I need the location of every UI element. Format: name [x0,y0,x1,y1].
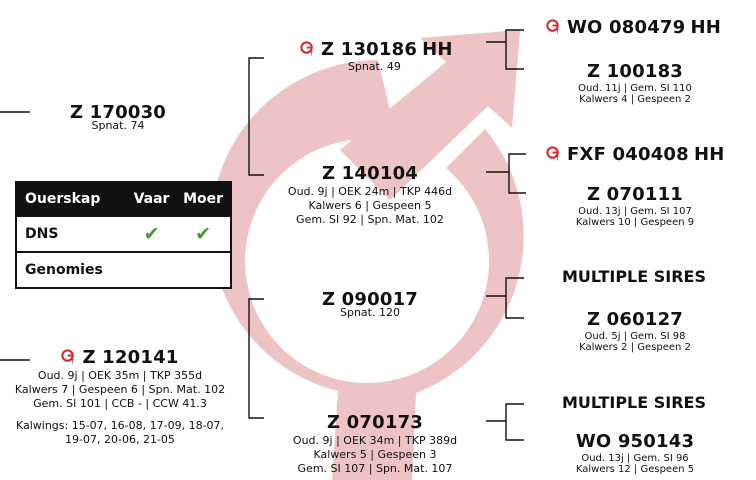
dam-line1: Oud. 9j | OEK 35m | TKP 355d [0,369,240,383]
parentage-row-dns: DNS ✔ ✔ [17,215,230,251]
d-dam-dam-node: WO 950143 Oud. 13j | Gem. SI 96 Kalwers … [560,432,710,476]
svg-text:T: T [70,360,75,364]
g-sire-suffix: HH [422,39,453,60]
d-sire-node: Z 090017 Spnat. 120 [310,290,430,319]
header-vaar: Vaar [127,191,176,207]
parentage-table-header: Ouerskap Vaar Moer [17,183,230,215]
dam-calvings-line1: Kalwings: 15-07, 16-08, 17-09, 18-07, [0,419,240,433]
check-icon: ✔ [127,223,176,245]
g-dam-sire-suffix: HH [694,144,725,165]
d-sire-dam-node: Z 060127 Oud. 5j | Gem. SI 98 Kalwers 2 … [560,310,710,354]
parentage-table: Ouerskap Vaar Moer DNS ✔ ✔ Genomies [15,181,232,289]
d-dam-line2: Kalwers 5 | Gespeen 3 [280,448,470,462]
row-dns-label: DNS [17,226,127,242]
g-dam-sire-id: FXF 040408 [567,144,689,165]
d-dam-id: Z 070173 [280,413,470,434]
gg-sire-dam-line1: Oud. 11j | Gem. SI 110 [560,83,710,95]
g-dam-line1: Oud. 9j | OEK 24m | TKP 446d [270,185,470,199]
g-dam-line3: Gem. SI 92 | Spn. Mat. 102 [270,213,470,227]
d-sire-sire-node: MULTIPLE SIRES [552,268,716,286]
d-dam-sire-node: MULTIPLE SIRES [552,394,716,412]
d-dam-sire-label: MULTIPLE SIRES [552,394,716,412]
gg-sire-id: WO 080479 [567,17,685,38]
dam-id: Z 120141 [82,347,178,368]
d-sire-dam-line1: Oud. 5j | Gem. SI 98 [560,331,710,343]
g-dam-dam-node: Z 070111 Oud. 13j | Gem. SI 107 Kalwers … [560,185,710,229]
g-dam-id: Z 140104 [270,164,470,185]
dam-line3: Gem. SI 101 | CCB - | CCW 41.3 [0,397,240,411]
genomics-g-icon: T [546,146,561,161]
d-dam-dam-line2: Kalwers 12 | Gespeen 5 [560,464,710,476]
dam-node: T Z 120141 Oud. 9j | OEK 35m | TKP 355d … [0,348,240,447]
d-dam-line3: Gem. SI 107 | Spn. Mat. 107 [280,462,470,476]
g-dam-dam-line2: Kalwers 10 | Gespeen 9 [560,217,710,229]
genomics-g-icon: T [300,41,315,56]
dam-line2: Kalwers 7 | Gespeen 6 | Spn. Mat. 102 [0,383,240,397]
gg-sire-dam-id: Z 100183 [560,62,710,83]
svg-text:T: T [555,157,560,161]
d-dam-dam-line1: Oud. 13j | Gem. SI 96 [560,453,710,465]
svg-text:T: T [309,52,314,56]
g-sire-node: T Z 130186 HH Spnat. 49 [300,40,453,73]
sire-node: Z 170030 Spnat. 74 [58,103,178,132]
genomics-g-icon: T [546,19,561,34]
gg-sire-node: T WO 080479 HH [546,18,721,39]
dam-calvings-line2: 19-07, 20-06, 21-05 [0,433,240,447]
d-sire-dam-id: Z 060127 [560,310,710,331]
g-sire-spnat: Spnat. 49 [296,61,453,74]
d-sire-sire-label: MULTIPLE SIRES [552,268,716,286]
header-moer: Moer [176,191,230,207]
g-dam-line2: Kalwers 6 | Gespeen 5 [270,199,470,213]
svg-text:T: T [555,30,560,34]
g-dam-dam-id: Z 070111 [560,185,710,206]
check-icon: ✔ [176,223,230,245]
genomics-g-icon: T [61,349,76,364]
g-dam-sire-node: T FXF 040408 HH [546,145,725,166]
d-dam-node: Z 070173 Oud. 9j | OEK 34m | TKP 389d Ka… [280,413,470,477]
g-dam-node: Z 140104 Oud. 9j | OEK 24m | TKP 446d Ka… [270,164,470,228]
d-dam-line1: Oud. 9j | OEK 34m | TKP 389d [280,434,470,448]
parentage-row-genomies: Genomies [17,251,230,287]
g-sire-id: Z 130186 [321,39,417,60]
gg-sire-dam-node: Z 100183 Oud. 11j | Gem. SI 110 Kalwers … [560,62,710,106]
d-dam-dam-id: WO 950143 [560,432,710,453]
row-genomies-label: Genomies [17,262,127,278]
gg-sire-dam-line2: Kalwers 4 | Gespeen 2 [560,94,710,106]
header-ouerskap: Ouerskap [17,191,127,207]
g-dam-dam-line1: Oud. 13j | Gem. SI 107 [560,206,710,218]
d-sire-dam-line2: Kalwers 2 | Gespeen 2 [560,342,710,354]
gg-sire-suffix: HH [690,17,721,38]
